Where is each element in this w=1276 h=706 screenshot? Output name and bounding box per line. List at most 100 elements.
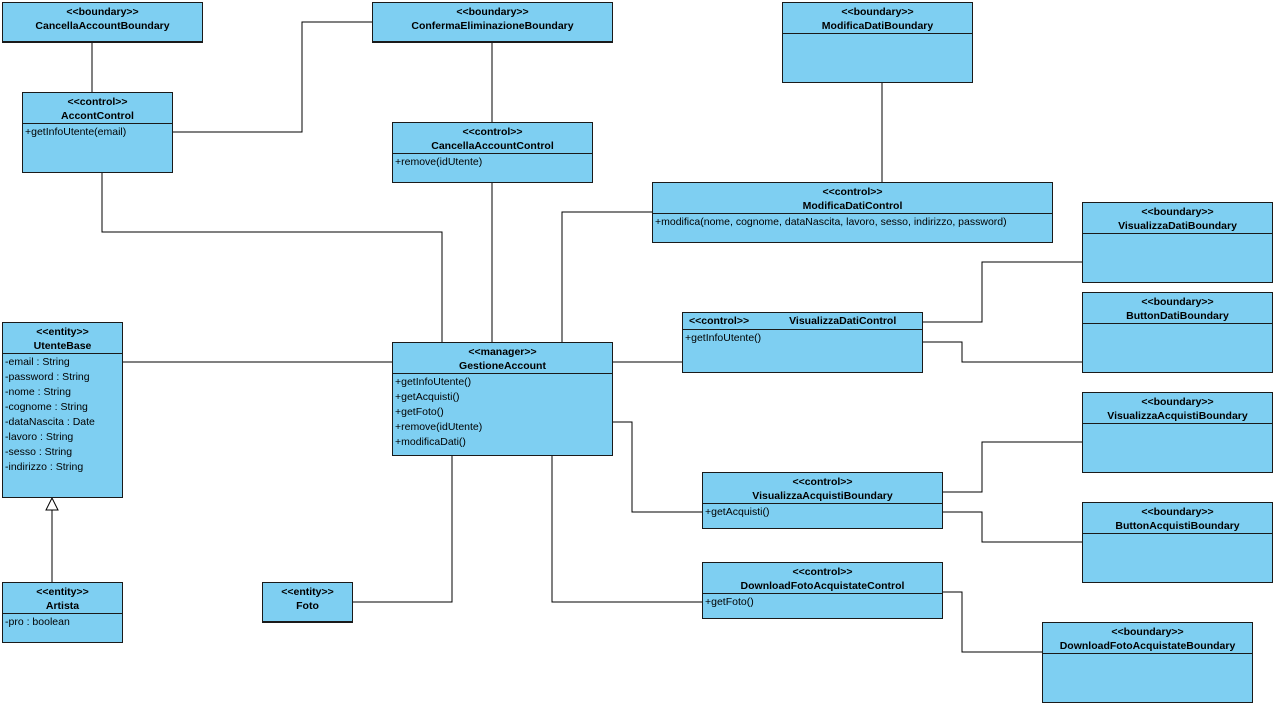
operation: +modifica(nome, cognome, dataNascita, la… — [655, 216, 1007, 228]
class-header: <<manager>> GestioneAccount — [393, 343, 612, 374]
assoc-visualizzadaticontrol-visualizzadatiboundary — [922, 261, 1082, 323]
assoc-gestione-downloadcontrol — [551, 456, 702, 603]
class-name: DownloadFotoAcquistateBoundary — [1059, 640, 1236, 652]
assoc-accontcontrol-gestione — [101, 172, 443, 342]
class-header: <<control>> ModificaDatiControl — [653, 183, 1052, 214]
class-name: VisualizzaAcquistiBoundary — [752, 490, 893, 502]
class-operations: +getAcquisti() — [703, 504, 942, 520]
class-artista[interactable]: <<entity>> Artista -pro : boolean — [2, 582, 123, 643]
stereotype-label: <<control>> — [822, 186, 883, 198]
class-name: ModificaDatiBoundary — [821, 20, 934, 32]
class-operations: +getFoto() — [703, 594, 942, 610]
assoc-downloadcontrol-downloadboundary — [942, 591, 1042, 653]
class-name: GestioneAccount — [459, 360, 546, 372]
class-visualizza-acquisti-control[interactable]: <<control>> VisualizzaAcquistiBoundary +… — [702, 472, 943, 529]
class-foto[interactable]: <<entity>> Foto — [262, 582, 353, 623]
attribute: -sesso : String — [5, 446, 73, 458]
assoc-visualizzadaticontrol-buttondati — [922, 341, 1082, 363]
stereotype-label: <<control>> — [792, 566, 853, 578]
stereotype-label: <<control>> — [462, 126, 523, 138]
class-header: <<boundary>> ConfermaEliminazioneBoundar… — [373, 3, 612, 42]
stereotype-label: <<boundary>> — [456, 6, 529, 18]
class-header: <<control>> VisualizzaDatiControl — [683, 313, 922, 330]
assoc-acquisticontrol-buttonacquisti — [942, 511, 1082, 543]
operation: +getInfoUtente() — [685, 332, 762, 344]
class-accont-control[interactable]: <<control>> AccontControl +getInfoUtente… — [22, 92, 173, 173]
class-operations: +getInfoUtente() +getAcquisti() +getFoto… — [393, 374, 612, 450]
operation: +getInfoUtente(email) — [25, 126, 127, 138]
operation: +modificaDati() — [395, 436, 466, 448]
operation: +getFoto() — [395, 406, 444, 418]
class-name: ModificaDatiControl — [802, 200, 903, 212]
class-cancella-account-control[interactable]: <<control>> CancellaAccountControl +remo… — [392, 122, 593, 183]
stereotype-label: <<boundary>> — [1111, 626, 1184, 638]
class-header: <<control>> VisualizzaAcquistiBoundary — [703, 473, 942, 504]
assoc-modificacontrol-gestione — [561, 211, 652, 342]
class-header: <<boundary>> CancellaAccountBoundary — [3, 3, 202, 42]
attribute: -lavoro : String — [5, 431, 74, 443]
class-name: AccontControl — [61, 110, 134, 122]
assoc-gestione-visualizzaacquisticontrol — [612, 421, 702, 513]
class-visualizza-dati-boundary[interactable]: <<boundary>> VisualizzaDatiBoundary — [1082, 202, 1273, 283]
class-cancella-account-boundary[interactable]: <<boundary>> CancellaAccountBoundary — [2, 2, 203, 43]
class-operations: +remove(idUtente) — [393, 154, 592, 170]
class-header: <<boundary>> VisualizzaAcquistiBoundary — [1083, 393, 1272, 424]
class-utente-base[interactable]: <<entity>> UtenteBase -email : String -p… — [2, 322, 123, 498]
generalization-arrowhead — [45, 496, 59, 511]
stereotype-label: <<boundary>> — [66, 6, 139, 18]
class-header: <<entity>> Artista — [3, 583, 122, 614]
class-operations: +modifica(nome, cognome, dataNascita, la… — [653, 214, 1052, 230]
operation: +getInfoUtente() — [395, 376, 472, 388]
attribute: -email : String — [5, 356, 70, 368]
stereotype-label: <<manager>> — [468, 346, 537, 358]
class-header: <<control>> CancellaAccountControl — [393, 123, 592, 154]
assoc-acquisticontrol-acquistiboundary — [942, 441, 1082, 493]
assoc-gestione-foto — [352, 456, 453, 603]
class-gestione-account[interactable]: <<manager>> GestioneAccount +getInfoUten… — [392, 342, 613, 456]
attribute: -cognome : String — [5, 401, 88, 413]
class-name: ButtonDatiBoundary — [1126, 310, 1229, 322]
stereotype-label: <<entity>> — [36, 586, 89, 598]
class-download-foto-acquistate-boundary[interactable]: <<boundary>> DownloadFotoAcquistateBound… — [1042, 622, 1253, 703]
class-header: <<boundary>> ButtonDatiBoundary — [1083, 293, 1272, 324]
stereotype-label: <<boundary>> — [1141, 296, 1214, 308]
operation: +getAcquisti() — [705, 506, 770, 518]
class-name: DownloadFotoAcquistateControl — [740, 580, 905, 592]
class-name: ConfermaEliminazioneBoundary — [411, 20, 574, 32]
operation: +getFoto() — [705, 596, 754, 608]
class-header: <<control>> DownloadFotoAcquistateContro… — [703, 563, 942, 594]
class-operations: +getInfoUtente() — [683, 330, 922, 346]
operation: +getAcquisti() — [395, 391, 460, 403]
stereotype-label: <<control>> — [67, 96, 128, 108]
attribute: -indirizzo : String — [5, 461, 84, 473]
attribute: -pro : boolean — [5, 616, 70, 628]
stereotype-label: <<boundary>> — [1141, 396, 1214, 408]
class-modifica-dati-control[interactable]: <<control>> ModificaDatiControl +modific… — [652, 182, 1053, 243]
stereotype-label: <<boundary>> — [841, 6, 914, 18]
stereotype-label: <<entity>> — [36, 326, 89, 338]
class-header: <<entity>> Foto — [263, 583, 352, 622]
class-button-acquisti-boundary[interactable]: <<boundary>> ButtonAcquistiBoundary — [1082, 502, 1273, 583]
class-name: UtenteBase — [33, 340, 92, 352]
class-name: Artista — [45, 600, 80, 612]
stereotype-label: <<boundary>> — [1141, 206, 1214, 218]
class-download-foto-acquistate-control[interactable]: <<control>> DownloadFotoAcquistateContro… — [702, 562, 943, 619]
class-conferma-eliminazione-boundary[interactable]: <<boundary>> ConfermaEliminazioneBoundar… — [372, 2, 613, 43]
stereotype-label: <<control>> — [689, 315, 750, 327]
class-modifica-dati-boundary[interactable]: <<boundary>> ModificaDatiBoundary — [782, 2, 973, 83]
assoc-accontcontrol-conferma — [172, 21, 372, 133]
class-name: ButtonAcquistiBoundary — [1115, 520, 1240, 532]
stereotype-label: <<boundary>> — [1141, 506, 1214, 518]
class-operations: +getInfoUtente(email) — [23, 124, 172, 140]
attribute: -dataNascita : Date — [5, 416, 95, 428]
class-button-dati-boundary[interactable]: <<boundary>> ButtonDatiBoundary — [1082, 292, 1273, 373]
attribute: -password : String — [5, 371, 90, 383]
class-header: <<entity>> UtenteBase — [3, 323, 122, 354]
stereotype-label: <<control>> — [792, 476, 853, 488]
class-attributes: -email : String -password : String -nome… — [3, 354, 122, 475]
class-visualizza-dati-control[interactable]: <<control>> VisualizzaDatiControl +getIn… — [682, 312, 923, 373]
class-header: <<boundary>> DownloadFotoAcquistateBound… — [1043, 623, 1252, 654]
operation: +remove(idUtente) — [395, 156, 483, 168]
class-visualizza-acquisti-boundary[interactable]: <<boundary>> VisualizzaAcquistiBoundary — [1082, 392, 1273, 473]
